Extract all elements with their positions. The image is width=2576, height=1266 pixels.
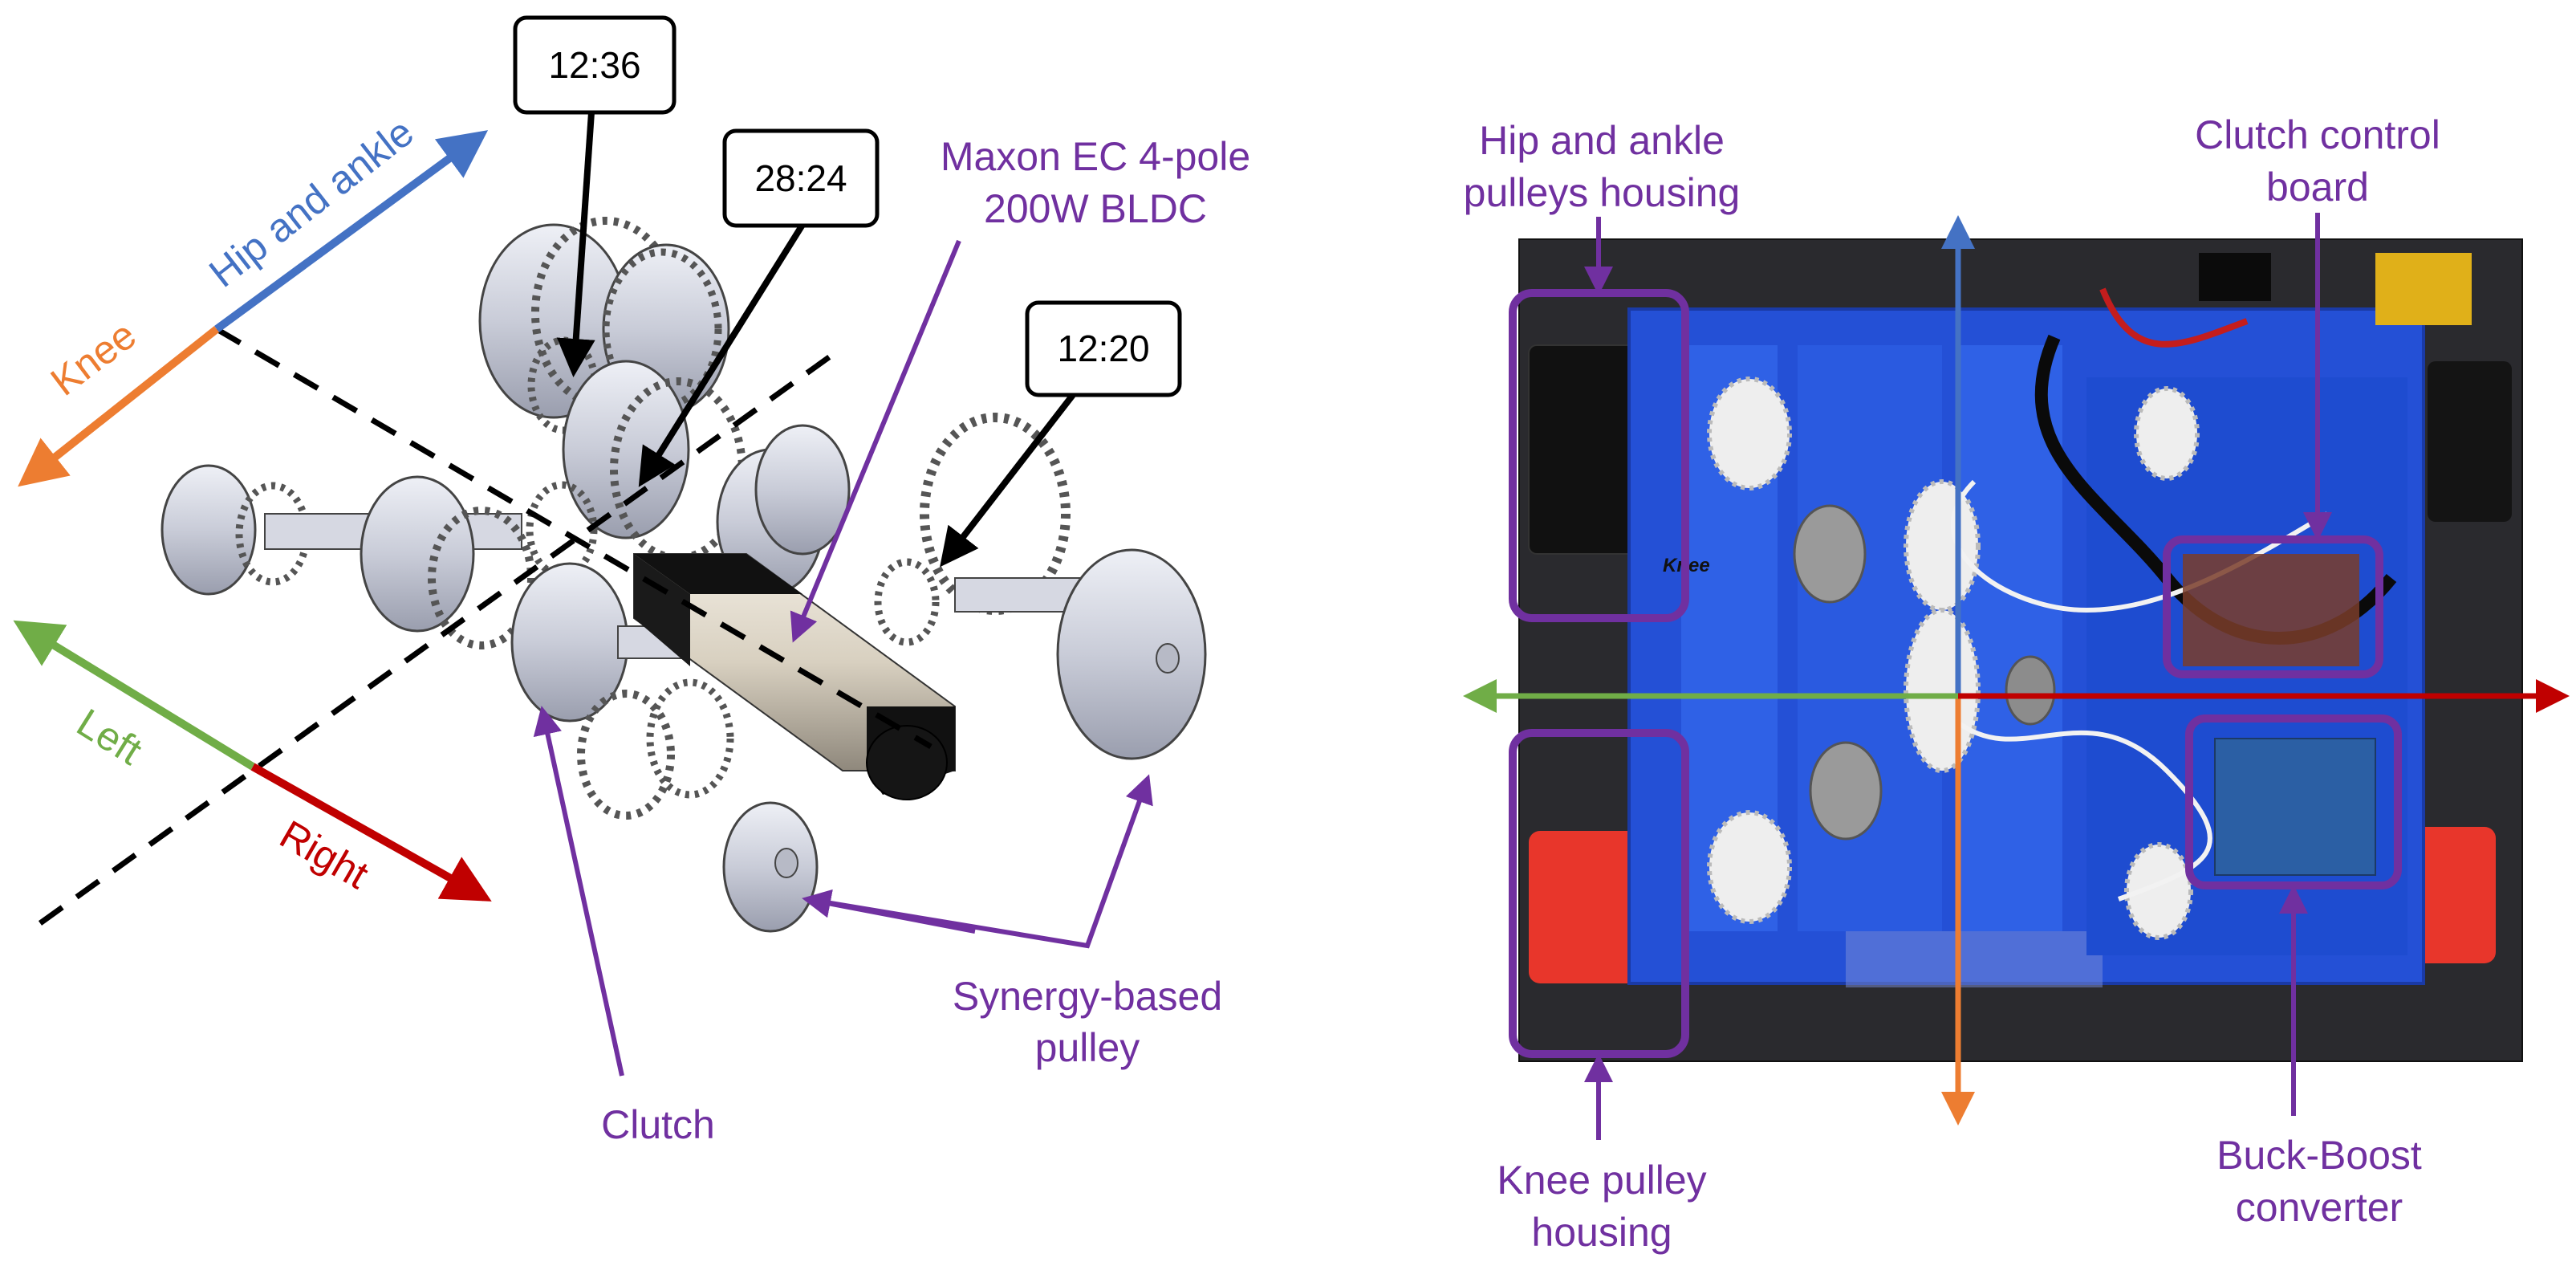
hip-housing-label-line2: pulleys housing bbox=[1464, 170, 1741, 215]
clutch-board-box bbox=[2163, 535, 2383, 678]
ratio-box-12-36 bbox=[513, 15, 677, 115]
hip-housing-label-line1: Hip and ankle bbox=[1479, 118, 1725, 163]
knee-arrow bbox=[18, 326, 220, 487]
motor-label-line2: 200W BLDC bbox=[984, 186, 1207, 231]
photo-axis-arrows bbox=[1463, 215, 2570, 1126]
knee-housing-label-line1: Knee pulley bbox=[1497, 1158, 1706, 1203]
clutch-label: Clutch bbox=[601, 1102, 715, 1147]
direction-arrows bbox=[13, 130, 492, 902]
clutch-board-label-line2: board bbox=[2266, 165, 2369, 210]
knee-label: Knee bbox=[43, 312, 144, 405]
motor-label-line1: Maxon EC 4-pole bbox=[941, 134, 1250, 179]
knee-housing-label-line2: housing bbox=[1531, 1210, 1672, 1255]
ratio-label-12-36: 12:36 bbox=[548, 44, 640, 86]
bldc-motor bbox=[633, 553, 956, 800]
ratio-box-28-24 bbox=[722, 128, 880, 228]
dashed-axis-lines bbox=[38, 326, 932, 926]
left-arrow bbox=[13, 620, 255, 771]
clutch-assembly bbox=[510, 562, 819, 933]
clutch-board-label-line1: Clutch control bbox=[2195, 112, 2440, 157]
buck-boost-label-line1: Buck-Boost bbox=[2216, 1133, 2422, 1178]
left-shaft-assembly bbox=[160, 464, 535, 649]
right-shaft-assembly bbox=[754, 413, 1207, 760]
right-purple-callouts: Hip and ankle pulleys housing Clutch con… bbox=[1464, 112, 2440, 1255]
buck-boost-label-line2: converter bbox=[2236, 1185, 2403, 1230]
cad-rendering bbox=[160, 217, 1207, 933]
ratio-box-12-20 bbox=[1025, 300, 1182, 397]
pulley-label-line1: Synergy-based bbox=[953, 974, 1222, 1019]
ratio-label-12-20: 12:20 bbox=[1057, 328, 1149, 369]
hip-ankle-arrow bbox=[214, 130, 489, 333]
gear-ratio-callouts: 12:36 28:24 12:20 bbox=[513, 15, 1182, 568]
ratio-label-28-24: 28:24 bbox=[754, 157, 847, 199]
pulley-label-line2: pulley bbox=[1035, 1025, 1140, 1070]
device-photo: Knee bbox=[1518, 238, 2523, 1062]
left-purple-callouts: Maxon EC 4-pole 200W BLDC Synergy-based … bbox=[533, 134, 1250, 1147]
left-label: Left bbox=[69, 700, 149, 774]
right-arrow bbox=[250, 763, 492, 902]
